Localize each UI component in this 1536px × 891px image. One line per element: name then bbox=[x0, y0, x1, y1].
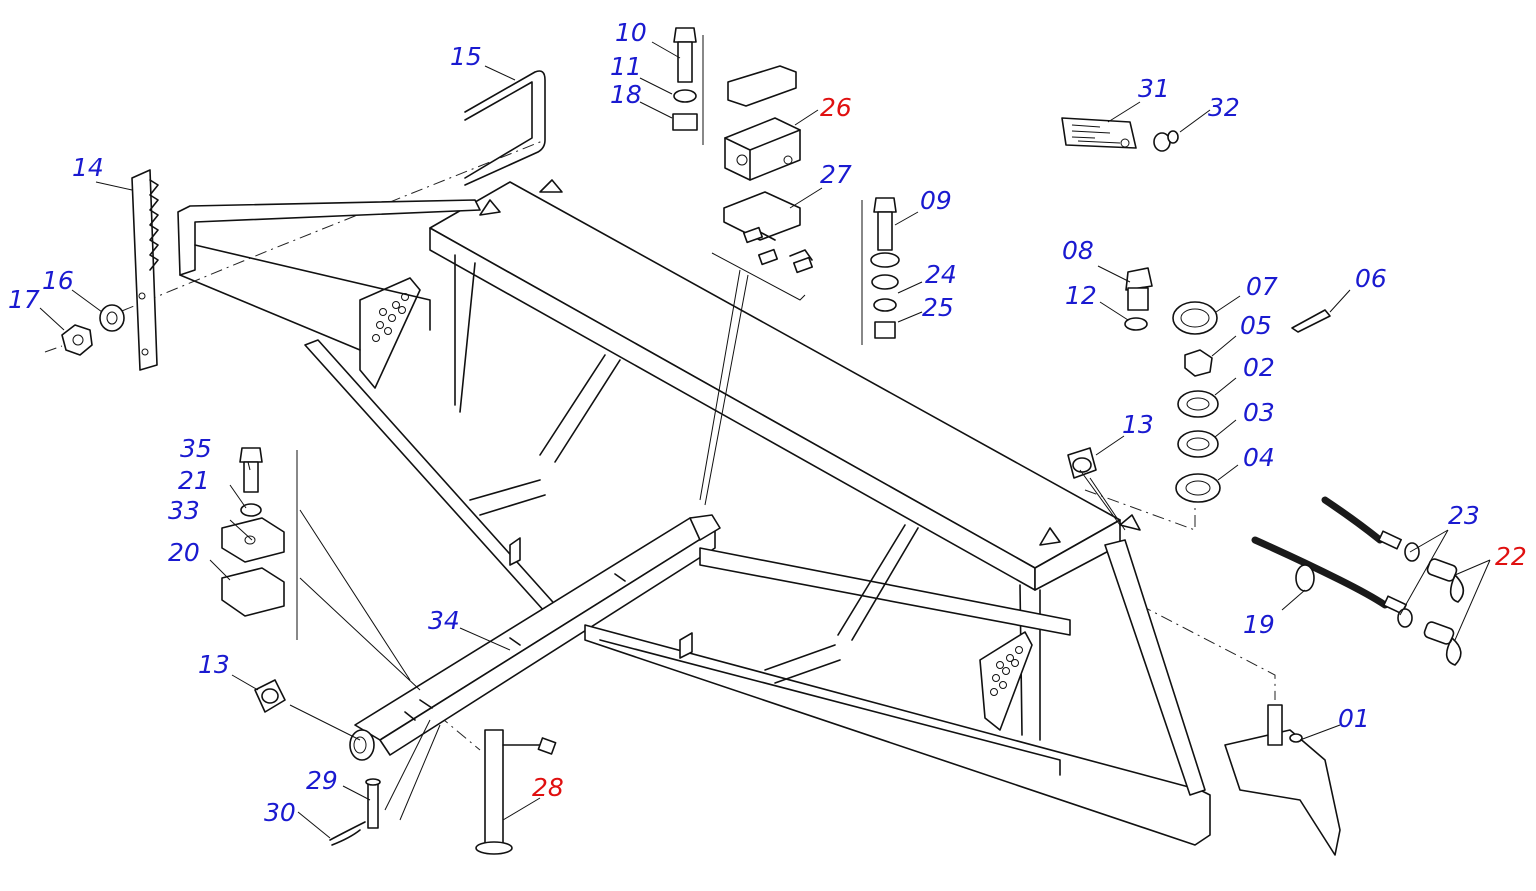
part-label-23: 23 bbox=[1448, 501, 1480, 530]
part-10-11-18-fasteners bbox=[672, 27, 704, 145]
part-label-11: 11 bbox=[610, 52, 642, 81]
part-label-02: 02 bbox=[1243, 353, 1275, 382]
part-label-01: 01 bbox=[1338, 704, 1370, 733]
part-14-ratchet-bar bbox=[131, 169, 159, 371]
part-15-ubolt bbox=[464, 70, 546, 186]
part-label-05: 05 bbox=[1240, 311, 1272, 340]
part-clamp-assembly bbox=[221, 447, 298, 640]
part-13-fittings bbox=[254, 447, 1097, 713]
part-label-13-left: 13 bbox=[198, 650, 230, 679]
part-hub-stack bbox=[1124, 267, 1331, 503]
part-label-29: 29 bbox=[306, 766, 338, 795]
part-09-24-25-fasteners bbox=[861, 197, 900, 345]
part-31-32-nameplate bbox=[1061, 117, 1179, 152]
part-label-31: 31 bbox=[1138, 74, 1170, 103]
part-label-25: 25 bbox=[922, 293, 954, 322]
part-label-16: 16 bbox=[42, 266, 74, 295]
part-label-30: 30 bbox=[264, 798, 296, 827]
part-label-28: 28 bbox=[532, 773, 564, 802]
part-label-14: 14 bbox=[72, 153, 104, 182]
part-label-19: 19 bbox=[1243, 610, 1275, 639]
assembly-axes bbox=[44, 139, 1276, 751]
part-label-08: 08 bbox=[1062, 236, 1094, 265]
part-label-06: 06 bbox=[1355, 264, 1387, 293]
part-29-30-pin-clip bbox=[329, 778, 381, 846]
part-16-17-washer-nut bbox=[61, 304, 125, 356]
part-label-32: 32 bbox=[1208, 93, 1240, 122]
part-28-jack bbox=[475, 729, 557, 855]
leader-lines bbox=[39, 41, 1491, 839]
part-label-10: 10 bbox=[615, 18, 647, 47]
part-label-03: 03 bbox=[1243, 398, 1275, 427]
main-frame bbox=[177, 179, 1211, 846]
part-label-17: 17 bbox=[8, 285, 40, 314]
part-label-18: 18 bbox=[610, 80, 642, 109]
part-label-34: 34 bbox=[428, 606, 460, 635]
part-hoses bbox=[1251, 496, 1465, 666]
part-label-24: 24 bbox=[925, 260, 957, 289]
part-27-bracket bbox=[711, 191, 814, 301]
part-01-spindle bbox=[1224, 704, 1341, 856]
part-label-26: 26 bbox=[820, 93, 852, 122]
part-label-15: 15 bbox=[450, 42, 482, 71]
part-label-21: 21 bbox=[178, 466, 210, 495]
part-label-27: 27 bbox=[820, 160, 852, 189]
part-label-09: 09 bbox=[920, 186, 952, 215]
part-label-12: 12 bbox=[1065, 281, 1097, 310]
part-label-07: 07 bbox=[1246, 272, 1278, 301]
part-label-33: 33 bbox=[168, 496, 200, 525]
part-label-04: 04 bbox=[1243, 443, 1275, 472]
part-label-13-right: 13 bbox=[1122, 410, 1154, 439]
part-label-22: 22 bbox=[1495, 542, 1527, 571]
part-label-35: 35 bbox=[180, 434, 212, 463]
part-label-20: 20 bbox=[168, 538, 200, 567]
part-26-valve-block bbox=[724, 65, 801, 181]
